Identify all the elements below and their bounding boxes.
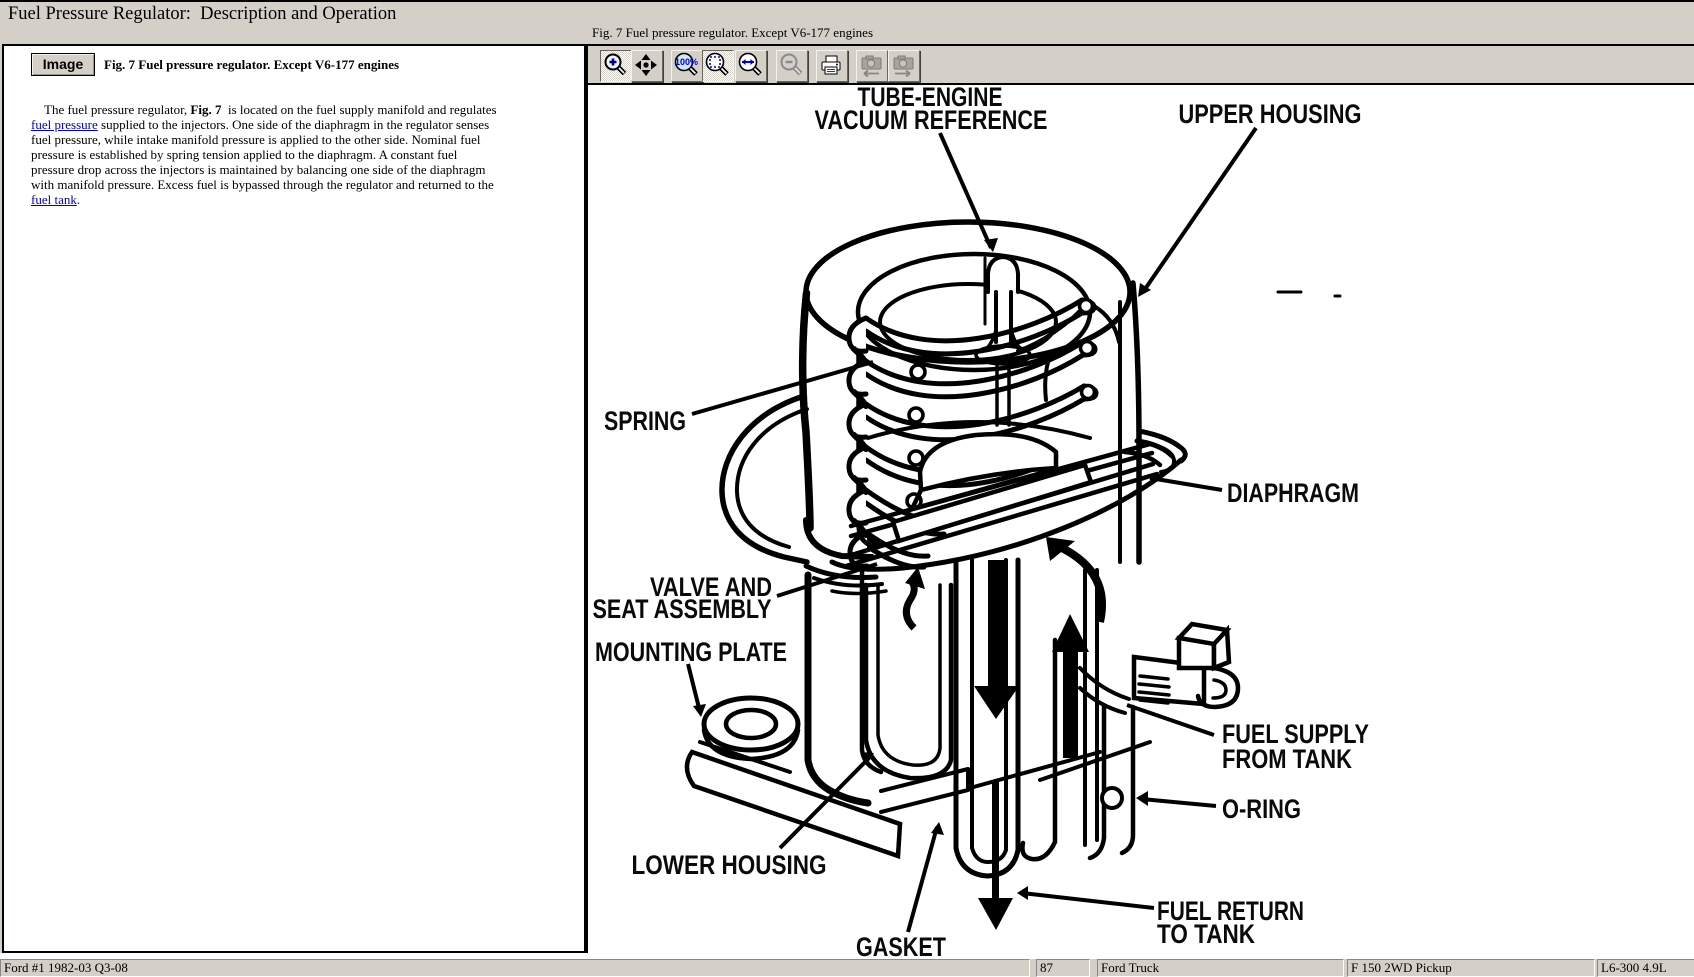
svg-text:SPRING: SPRING xyxy=(604,406,686,436)
svg-text:SEAT ASSEMBLY: SEAT ASSEMBLY xyxy=(593,594,772,624)
svg-text:TUBE-ENGINE: TUBE-ENGINE xyxy=(858,86,1003,112)
svg-text:VACUUM REFERENCE: VACUUM REFERENCE xyxy=(815,105,1048,135)
svg-text:UPPER HOUSING: UPPER HOUSING xyxy=(1179,99,1362,129)
svg-text:O-RING: O-RING xyxy=(1222,794,1301,824)
svg-text:DIAPHRAGM: DIAPHRAGM xyxy=(1227,478,1359,508)
svg-text:GASKET: GASKET xyxy=(856,932,946,958)
svg-text:FUEL SUPPLY: FUEL SUPPLY xyxy=(1222,719,1369,749)
svg-text:FUEL RETURN: FUEL RETURN xyxy=(1157,896,1304,926)
svg-text:FROM TANK: FROM TANK xyxy=(1222,744,1352,774)
svg-text:TO TANK: TO TANK xyxy=(1157,919,1255,949)
svg-text:100%: 100% xyxy=(675,57,698,67)
svg-text:MOUNTING PLATE: MOUNTING PLATE xyxy=(595,637,787,667)
svg-text:VALVE AND: VALVE AND xyxy=(650,572,772,602)
svg-text:LOWER HOUSING: LOWER HOUSING xyxy=(632,850,827,880)
